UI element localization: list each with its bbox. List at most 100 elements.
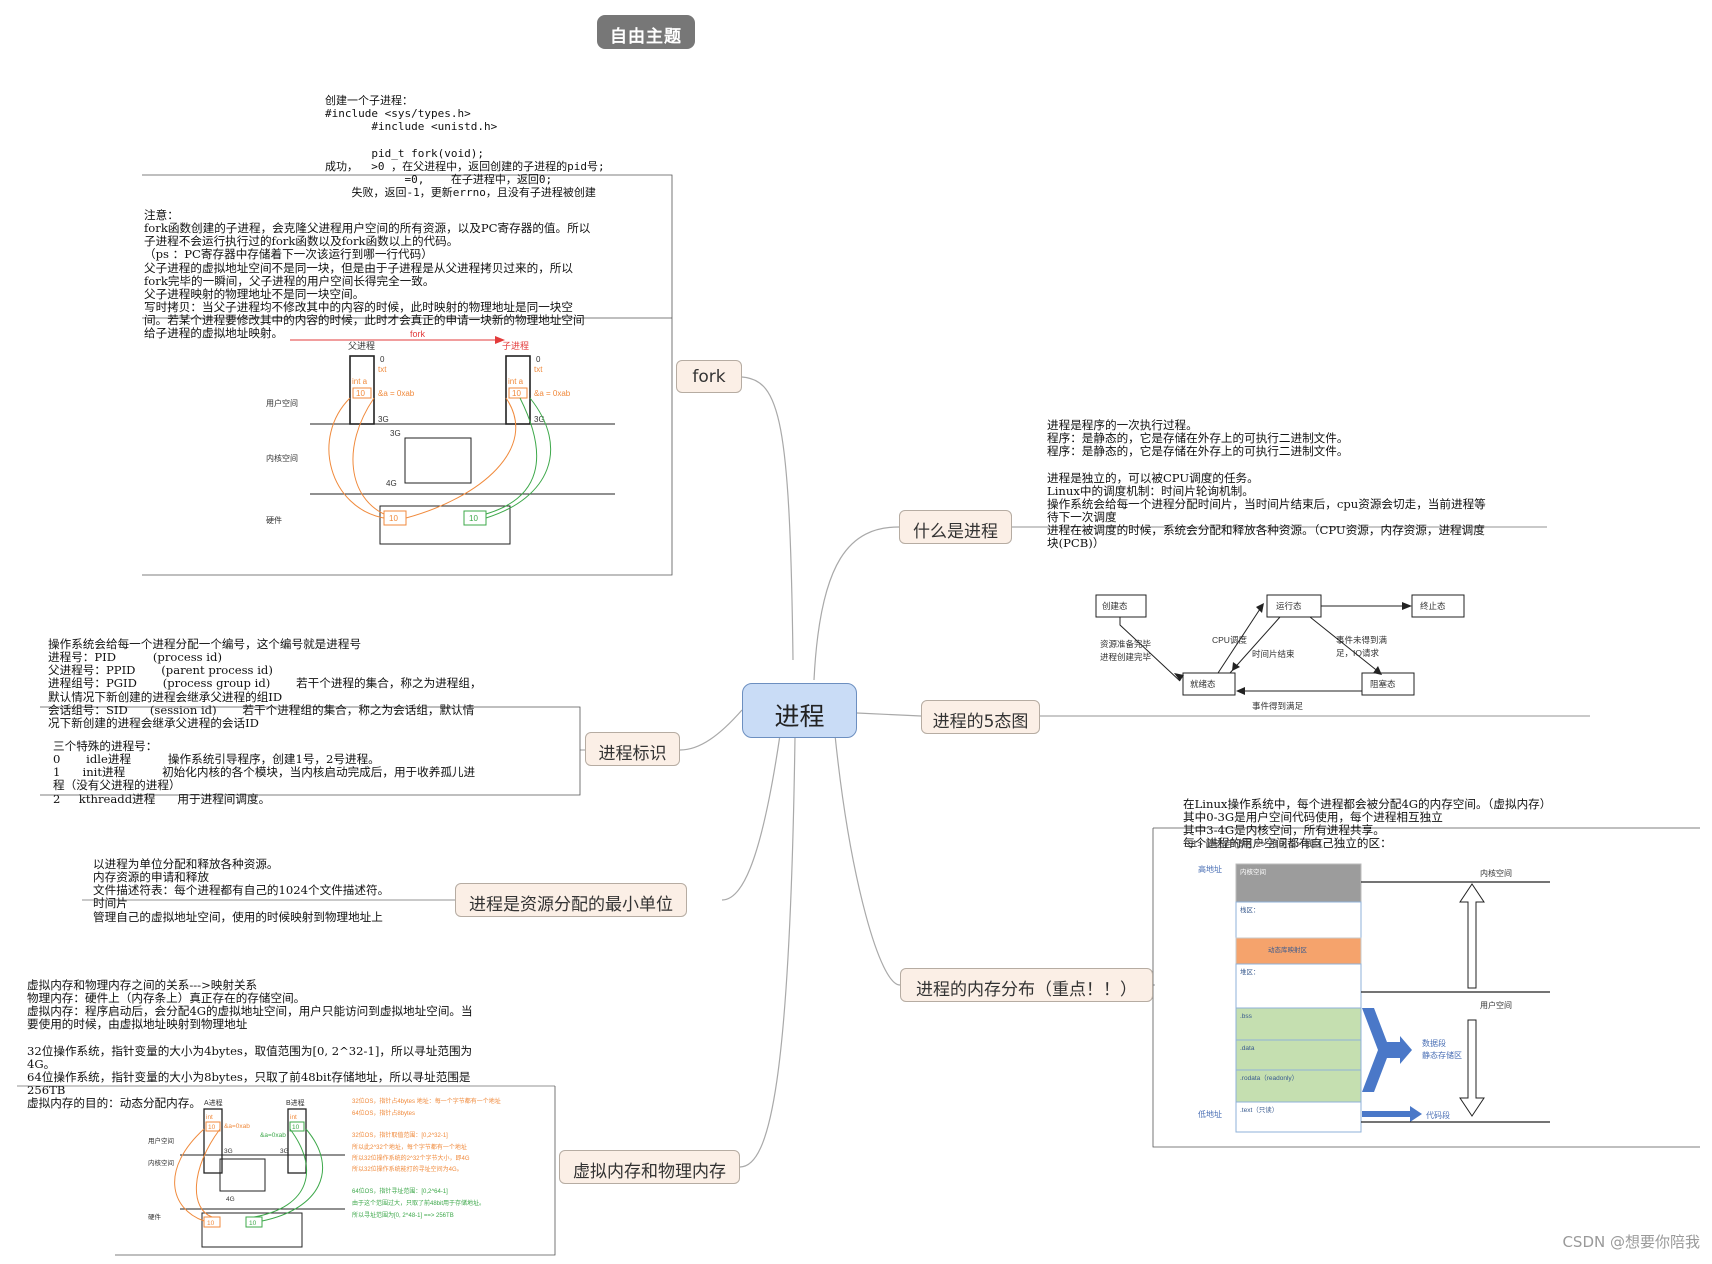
box-vm-fig [115, 1086, 556, 1256]
state-ready [1182, 672, 1236, 696]
note-fork-attention: 注意：fork函数创建的子进程，会克隆父进程用户空间的所有资源，以及PC寄存器的… [144, 208, 591, 341]
svg-text:内核空间: 内核空间 [1240, 867, 1266, 876]
branch-to-min-unit [721, 734, 781, 901]
svg-text:10: 10 [207, 1220, 215, 1227]
svg-text:int a: int a [352, 377, 368, 386]
box-memory-fig [1152, 827, 1700, 1148]
svg-text:.text（只读）: .text（只读） [1240, 1105, 1278, 1114]
svg-text:所以32位操作系统的2^32个字节大小，即4G: 所以32位操作系统的2^32个字节大小，即4G [352, 1154, 470, 1162]
svg-text:数据段: 数据段 [1422, 1038, 1446, 1048]
note-memory-layout: 在Linux操作系统中，每个进程都会被分配4G的内存空间。（虚拟内存）其中0-3… [1183, 797, 1552, 851]
svg-text:4G: 4G [386, 479, 397, 488]
floating-topic[interactable]: 自由主题 [597, 15, 695, 49]
user-space-label: 用户空间 [266, 398, 298, 408]
seg-data [1235, 1039, 1362, 1071]
svg-text:int a: int a [508, 377, 524, 386]
branch-to-memory [834, 734, 901, 986]
svg-text:阻塞态: 阻塞态 [1370, 679, 1396, 689]
svg-text:就绪态: 就绪态 [1190, 679, 1216, 689]
svg-text:代码段: 代码段 [1426, 1110, 1450, 1120]
parent-label: 父进程 [348, 341, 375, 351]
svg-text:进程创建完毕: 进程创建完毕 [1100, 652, 1152, 662]
svg-text:高地址: 高地址 [1198, 864, 1222, 874]
svg-text:B进程: B进程 [286, 1098, 305, 1107]
kernel-block [404, 437, 472, 484]
svg-text:&a=0xab: &a=0xab [224, 1123, 250, 1130]
svg-text:栈区：: 栈区： [1240, 905, 1260, 914]
topic-five-states[interactable]: 进程的5态图 [921, 700, 1040, 734]
state-blocked [1361, 672, 1415, 696]
topic-fork[interactable]: fork [676, 360, 742, 393]
svg-text:10: 10 [389, 514, 398, 523]
topic-virtual-memory[interactable]: 虚拟内存和物理内存 [559, 1150, 740, 1184]
box-pid [40, 706, 581, 796]
topic-min-unit[interactable]: 进程是资源分配的最小单位 [455, 883, 687, 917]
svg-text:32位OS，指针占4bytes 地址：每一个字节都: 32位OS，指针占4bytes 地址：每一个字节都有一个地址 [352, 1097, 501, 1105]
fork-arrow-label: fork [410, 329, 426, 339]
svg-text:int: int [290, 1114, 297, 1121]
note-min-unit: 以进程为单位分配和释放各种资源。内存资源的申请和释放文件描述符表：每个进程都有自… [93, 857, 390, 924]
svg-text:硬件: 硬件 [148, 1212, 162, 1221]
box-fork-note [142, 174, 673, 576]
seg-mmap [1235, 937, 1362, 965]
seg-rodata [1235, 1069, 1362, 1103]
segment-legend: 1> 静态存储区 2> 堆区 3> 栈区 [1192, 838, 1324, 850]
state-figure: 创建态 运行态 终止态 就绪态 阻塞态 资源准备完毕 进程创建完毕 CPU调度 … [1095, 594, 1465, 711]
svg-text:3G: 3G [280, 1148, 289, 1155]
svg-text:10: 10 [208, 1124, 216, 1131]
svg-text:内核空间: 内核空间 [1480, 868, 1512, 878]
svg-text:运行态: 运行态 [1276, 601, 1302, 611]
note-fork-syntax: 创建一个子进程：#include <sys/types.h> #include … [325, 94, 605, 199]
topic-what-is-process[interactable]: 什么是进程 [899, 510, 1012, 544]
svg-text:64位OS，指针寻址范围：[0,2^64-1]: 64位OS，指针寻址范围：[0,2^64-1] [352, 1187, 448, 1195]
svg-text:内核空间: 内核空间 [148, 1158, 174, 1167]
seg-kernel [1235, 863, 1362, 903]
seg-bss [1235, 1007, 1362, 1041]
note-virtual-memory: 虚拟内存和物理内存之间的关系--->映射关系物理内存：硬件上（内存条上）真正存在… [27, 978, 473, 1111]
svg-text:时间片结束: 时间片结束 [1252, 649, 1295, 659]
branch-to-states [856, 712, 922, 717]
topic-process-id[interactable]: 进程标识 [585, 732, 680, 766]
svg-text:txt: txt [534, 365, 543, 374]
svg-text:3G: 3G [534, 415, 545, 424]
virtual-memory-figure: A进程 B进程 int int 10 10 &a=0xab &a=0xab 用户… [148, 1097, 501, 1248]
kernel-space-label: 内核空间 [266, 453, 298, 463]
svg-text:资源准备完毕: 资源准备完毕 [1100, 639, 1152, 649]
svg-text:3G: 3G [390, 429, 401, 438]
svg-text:用户空间: 用户空间 [1480, 1000, 1512, 1010]
svg-text:用户空间: 用户空间 [148, 1136, 174, 1145]
svg-text:&a = 0xab: &a = 0xab [534, 389, 571, 398]
svg-text:由于这个范围过大，只取了前48bit用于存储地址。: 由于这个范围过大，只取了前48bit用于存储地址。 [352, 1199, 485, 1207]
fork-figure: fork 父进程 子进程 0 txt 0 txt int a int a 10 … [266, 329, 615, 545]
svg-text:低地址: 低地址 [1198, 1109, 1222, 1119]
watermark: CSDN @想要你陪我 [1562, 1233, 1700, 1251]
svg-text:10: 10 [356, 389, 365, 398]
svg-text:所以此2^32个地址，每个字节都有一个地址: 所以此2^32个地址，每个字节都有一个地址 [352, 1143, 467, 1151]
svg-text:所以寻址范围为[0, 2^48-1] ==> 256TB: 所以寻址范围为[0, 2^48-1] ==> 256TB [352, 1211, 454, 1219]
svg-text:.rodata（readonly）: .rodata（readonly） [1240, 1074, 1298, 1082]
branch-to-what-is [813, 526, 900, 681]
branch-to-fork [741, 376, 794, 661]
hardware-label: 硬件 [266, 515, 282, 525]
seg-text [1235, 1101, 1362, 1133]
topic-memory-layout[interactable]: 进程的内存分布（重点！！） [900, 968, 1153, 1002]
svg-text:动态库映射区: 动态库映射区 [1268, 945, 1308, 954]
svg-text:10: 10 [512, 389, 521, 398]
note-pid-info: 操作系统会给每一个进程分配一个编号，这个编号就是进程号进程号：PID (proc… [48, 637, 482, 730]
svg-text:&a = 0xab: &a = 0xab [378, 389, 415, 398]
state-create [1095, 594, 1147, 618]
svg-text:创建态: 创建态 [1102, 601, 1128, 611]
svg-text:0: 0 [380, 355, 385, 364]
svg-text:所以32位操作系统能打的寻址空间为4G。: 所以32位操作系统能打的寻址空间为4G。 [352, 1165, 463, 1173]
svg-text:静态存储区: 静态存储区 [1422, 1050, 1462, 1060]
physical-memory [379, 505, 511, 545]
note-special-pids: 三个特殊的进程号：0 idle进程 操作系统引导程序，创建1号，2号进程。1 i… [53, 739, 476, 806]
child-label: 子进程 [502, 341, 529, 351]
central-topic[interactable]: 进程 [742, 683, 857, 738]
svg-text:0: 0 [536, 355, 541, 364]
svg-text:终止态: 终止态 [1420, 601, 1446, 611]
svg-text:int: int [206, 1114, 213, 1121]
svg-text:10: 10 [292, 1124, 300, 1131]
svg-text:10: 10 [469, 514, 478, 523]
